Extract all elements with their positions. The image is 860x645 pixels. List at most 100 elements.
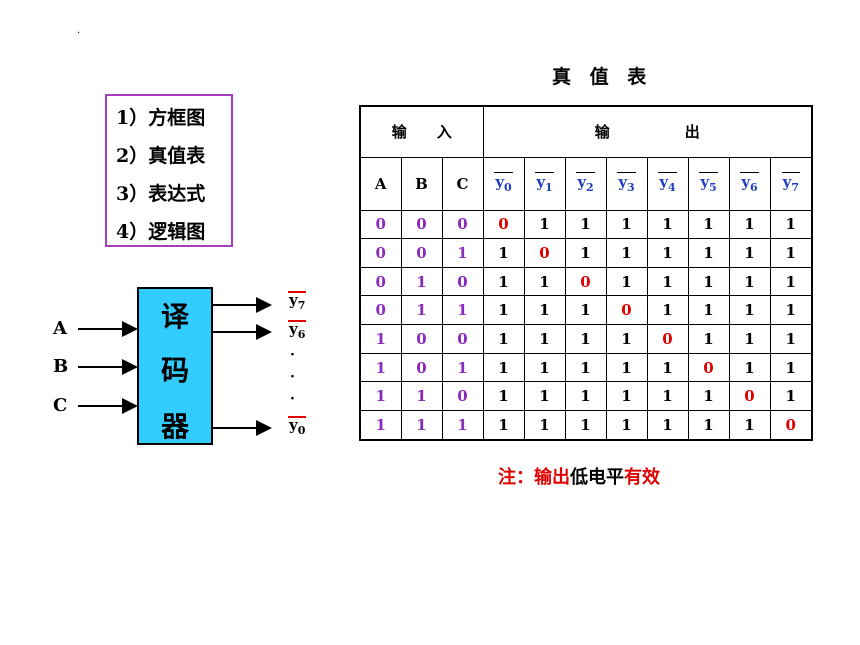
output-cell: 1 <box>728 324 771 354</box>
output-cell: 1 <box>687 209 730 240</box>
input-cell: 0 <box>441 324 484 354</box>
output-cell: 1 <box>769 209 813 240</box>
output-cell: 1 <box>646 238 689 268</box>
output-cell: 1 <box>728 266 771 297</box>
input-cell: 0 <box>400 352 443 383</box>
output-cell: 0 <box>482 209 525 240</box>
topic-list: 1）方框图 2）真值表 3）表达式 4）逻辑图 <box>105 94 233 247</box>
output-cell: 1 <box>728 410 771 441</box>
output-cell: 0 <box>605 295 648 326</box>
output-cell: 1 <box>687 381 730 412</box>
output-cell: 0 <box>564 266 607 297</box>
output-cell: 1 <box>564 238 607 268</box>
input-cell: 0 <box>400 209 443 240</box>
input-cell: 0 <box>359 209 402 240</box>
column-header-output: y2 <box>564 156 607 211</box>
input-label-c: C <box>53 395 68 416</box>
input-cell: 1 <box>359 352 402 383</box>
input-cell: 1 <box>400 410 443 441</box>
output-cell: 1 <box>687 410 730 441</box>
decoder-block: 译 码 器 <box>137 287 213 445</box>
output-cell: 1 <box>482 410 525 441</box>
note-middle: 低电平 <box>570 467 624 488</box>
output-label-y7: y7 <box>288 291 307 312</box>
topic-item: 4）逻辑图 <box>116 221 206 243</box>
output-cell: 1 <box>646 410 689 441</box>
output-cell: 1 <box>564 324 607 354</box>
input-cell: 1 <box>400 381 443 412</box>
input-cell: 0 <box>400 238 443 268</box>
topic-item: 1）方框图 <box>116 107 206 129</box>
column-header-output: y5 <box>687 156 730 211</box>
output-cell: 1 <box>564 381 607 412</box>
output-cell: 1 <box>523 266 566 297</box>
output-cell: 1 <box>482 295 525 326</box>
output-cell: 0 <box>646 324 689 354</box>
input-cell: 1 <box>441 295 484 326</box>
output-cell: 0 <box>728 381 771 412</box>
input-cell: 1 <box>359 381 402 412</box>
output-cell: 1 <box>769 266 813 297</box>
topic-item: 3）表达式 <box>116 183 206 205</box>
input-cell: 0 <box>441 209 484 240</box>
output-cell: 1 <box>482 266 525 297</box>
stray-dot: · <box>77 28 81 39</box>
input-cell: 0 <box>359 295 402 326</box>
column-header-output: y3 <box>605 156 648 211</box>
output-cell: 1 <box>728 238 771 268</box>
input-cell: 1 <box>400 295 443 326</box>
table-title: 真 值 表 <box>552 66 653 88</box>
input-label-a: A <box>53 318 67 339</box>
decoder-char: 译 <box>160 300 189 333</box>
output-cell: 1 <box>687 324 730 354</box>
column-header-input: C <box>441 156 484 211</box>
column-header-output: y1 <box>523 156 566 211</box>
output-cell: 1 <box>523 381 566 412</box>
input-cell: 1 <box>441 238 484 268</box>
ellipsis-dot: · <box>290 347 295 363</box>
decoder-char: 码 <box>160 354 189 387</box>
output-cell: 1 <box>523 209 566 240</box>
column-header-output: y4 <box>646 156 689 211</box>
input-cell: 0 <box>359 238 402 268</box>
column-header-output: y0 <box>482 156 525 211</box>
output-cell: 1 <box>605 410 648 441</box>
output-cell: 1 <box>523 352 566 383</box>
output-cell: 0 <box>523 238 566 268</box>
note-prefix: 注：输出 <box>498 467 570 488</box>
output-cell: 1 <box>605 352 648 383</box>
output-cell: 1 <box>728 295 771 326</box>
input-cell: 0 <box>400 324 443 354</box>
decoder-char: 器 <box>160 410 189 443</box>
output-cell: 1 <box>605 324 648 354</box>
input-cell: 0 <box>441 381 484 412</box>
output-cell: 1 <box>728 352 771 383</box>
output-label-y0: y0 <box>288 416 307 437</box>
output-cell: 1 <box>605 238 648 268</box>
column-header-output: y7 <box>769 156 813 211</box>
topic-item: 2）真值表 <box>116 145 206 167</box>
note: 注：输出低电平有效 <box>498 463 660 489</box>
output-cell: 1 <box>646 266 689 297</box>
output-cell: 1 <box>564 410 607 441</box>
input-cell: 1 <box>359 410 402 441</box>
output-group-header: 输 出 <box>482 105 813 158</box>
input-cell: 0 <box>359 266 402 297</box>
output-cell: 1 <box>646 381 689 412</box>
output-cell: 1 <box>728 209 771 240</box>
output-cell: 1 <box>687 295 730 326</box>
input-cell: 0 <box>441 266 484 297</box>
ellipsis-dot: · <box>290 369 295 385</box>
input-cell: 1 <box>441 352 484 383</box>
input-cell: 1 <box>359 324 402 354</box>
output-cell: 1 <box>769 324 813 354</box>
